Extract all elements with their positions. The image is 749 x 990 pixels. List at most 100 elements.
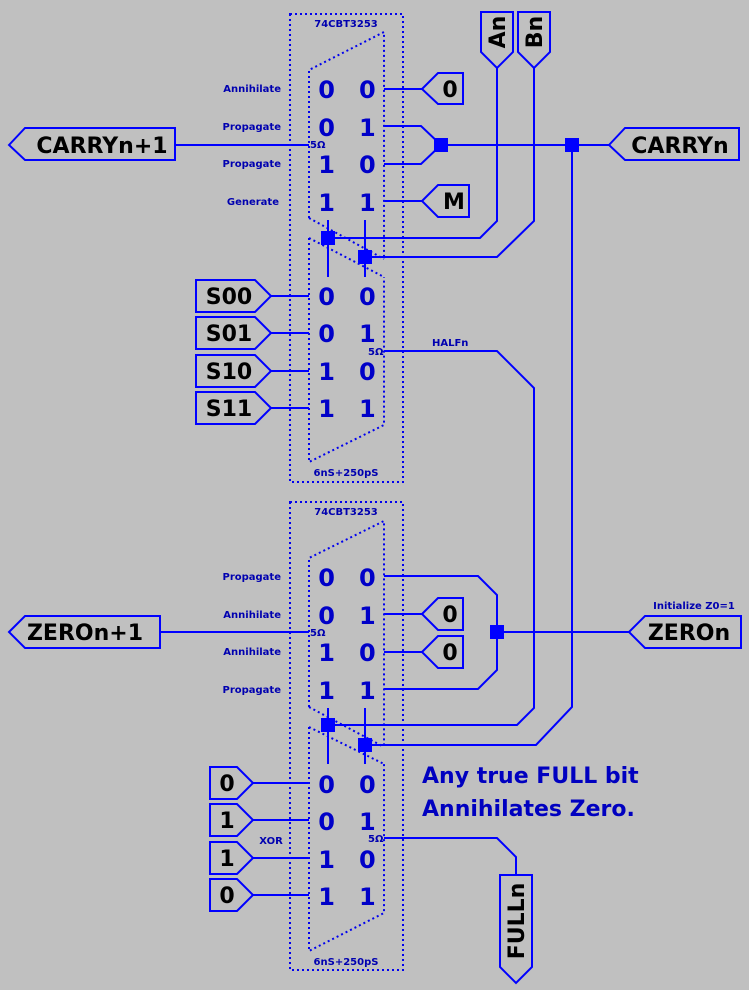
xor-in-2-label: 1 <box>219 847 234 872</box>
xor-in-1-label: 1 <box>219 809 234 834</box>
flag-xor-11 <box>209 878 255 912</box>
zero-mux-upper-trapezoid <box>308 519 385 747</box>
junction-carry-in <box>565 138 579 152</box>
carry-in-label: CARRYn <box>631 134 728 159</box>
carry-mux-part: 74CBT3253 <box>314 19 378 30</box>
zero-init-label: Initialize Z0=1 <box>653 601 735 612</box>
zero-op-1: Annihilate <box>223 610 281 621</box>
zero-bottom-bits-1: 0 1 <box>318 808 375 836</box>
const-m-label: M <box>443 190 465 215</box>
zero-top-bits-0: 0 0 <box>318 564 375 592</box>
zero-mux-upper-trapezoid-bottom <box>308 706 385 748</box>
flag-zero-const-0b <box>420 635 464 669</box>
wire-fulln <box>384 837 517 875</box>
flag-s01[interactable] <box>195 316 273 350</box>
flag-carry-out[interactable] <box>7 127 176 161</box>
flags <box>7 11 742 985</box>
carry-mux-upper-trapezoid <box>308 30 385 259</box>
flag-const-0 <box>420 72 464 105</box>
carry-op-1: Propagate <box>222 122 281 133</box>
flag-an[interactable] <box>480 11 514 70</box>
flag-fulln[interactable] <box>499 874 533 985</box>
carry-op-0: Annihilate <box>223 84 281 95</box>
junction-bn <box>358 250 372 264</box>
carry-mux-lower-trapezoid-top <box>308 237 385 278</box>
carry-op-2: Propagate <box>222 159 281 170</box>
carry-bottom-bits-3: 1 1 <box>318 395 375 423</box>
flag-carry-in[interactable] <box>607 127 740 161</box>
junction-an <box>321 231 335 245</box>
zero-mux-resistance: 5Ω <box>310 628 326 639</box>
zero-top-bits-3: 1 1 <box>318 677 375 705</box>
zero-mux-lower-trapezoid <box>308 727 385 953</box>
carry-mux-out-resistance: 5Ω <box>368 347 384 358</box>
carry-mux-resistance: 5Ω <box>310 140 326 151</box>
zero-bottom-bits-0: 0 0 <box>318 771 375 799</box>
zero-mux-out-resistance: 5Ω <box>368 834 384 845</box>
carry-bottom-bits-0: 0 0 <box>318 283 375 311</box>
zero-top-bits-1: 0 1 <box>318 602 375 630</box>
wires <box>160 68 629 896</box>
flag-xor-10 <box>209 841 255 875</box>
s00-label: S00 <box>206 285 252 310</box>
flag-s10[interactable] <box>195 354 273 388</box>
wire-bn <box>365 68 535 258</box>
flag-const-m <box>420 184 470 218</box>
carry-out-label: CARRYn+1 <box>36 134 167 159</box>
zero-mux-part: 74CBT3253 <box>314 507 378 518</box>
carry-op-3: Generate <box>227 197 279 208</box>
junction-halfn <box>321 718 335 732</box>
carry-top-bits-1: 0 1 <box>318 114 375 142</box>
flag-s11[interactable] <box>195 391 273 425</box>
an-label: An <box>486 16 511 49</box>
note-line-2: Annihilates Zero. <box>422 797 635 822</box>
junction-carry-sel <box>358 738 372 752</box>
wire-carry-to-zero-sel <box>365 145 573 746</box>
zero-op-3: Propagate <box>222 685 281 696</box>
zero-bottom-bits-3: 1 1 <box>318 883 375 911</box>
carry-bottom-bits-2: 1 0 <box>318 358 375 386</box>
wire-propagate-01 <box>384 125 442 146</box>
wire-halfn <box>328 350 535 726</box>
flag-zero-in[interactable] <box>627 615 742 649</box>
labels: 74CBT3253 6nS+250pS 5Ω 5Ω HALFn Annihila… <box>27 16 735 968</box>
halfn-net-label: HALFn <box>432 338 468 349</box>
carry-bottom-bits-1: 0 1 <box>318 320 375 348</box>
zero-in-label: ZEROn <box>648 621 730 646</box>
xor-in-3-label: 0 <box>219 884 234 909</box>
zero-top-bits-2: 1 0 <box>318 639 375 667</box>
wire-an <box>328 68 498 239</box>
s10-label: S10 <box>206 360 252 385</box>
zero-const-0a-label: 0 <box>442 603 457 628</box>
s01-label: S01 <box>206 322 252 347</box>
zero-op-0: Propagate <box>222 572 281 583</box>
junction-carry-merge <box>434 138 448 152</box>
zero-const-0b-label: 0 <box>442 641 457 666</box>
wire-zero-propagate <box>384 575 498 690</box>
carry-top-bits-2: 1 0 <box>318 151 375 179</box>
zero-mux-outer-box <box>289 501 404 971</box>
const-0-label: 0 <box>442 78 457 103</box>
fulln-label: FULLn <box>505 883 530 960</box>
s11-label: S11 <box>206 397 252 422</box>
carry-top-bits-3: 1 1 <box>318 189 375 217</box>
flag-s00[interactable] <box>195 279 273 313</box>
flag-xor-00 <box>209 766 255 800</box>
note-line-1: Any true FULL bit <box>422 764 639 789</box>
zero-op-2: Annihilate <box>223 647 281 658</box>
xor-label: XOR <box>259 836 283 847</box>
flag-zero-out[interactable] <box>7 615 161 649</box>
flag-zero-const-0a <box>420 597 464 631</box>
xor-in-0-label: 0 <box>219 772 234 797</box>
flag-bn[interactable] <box>517 11 551 70</box>
zero-bottom-bits-2: 1 0 <box>318 846 375 874</box>
junctions <box>321 138 579 752</box>
junction-zero-merge <box>490 625 504 639</box>
carry-top-bits-0: 0 0 <box>318 76 375 104</box>
wire-propagate-10 <box>384 144 442 165</box>
bn-label: Bn <box>523 16 548 48</box>
zero-mux-timing: 6nS+250pS <box>314 957 379 968</box>
zero-out-label: ZEROn+1 <box>27 621 143 646</box>
carry-mux-timing: 6nS+250pS <box>314 468 379 479</box>
